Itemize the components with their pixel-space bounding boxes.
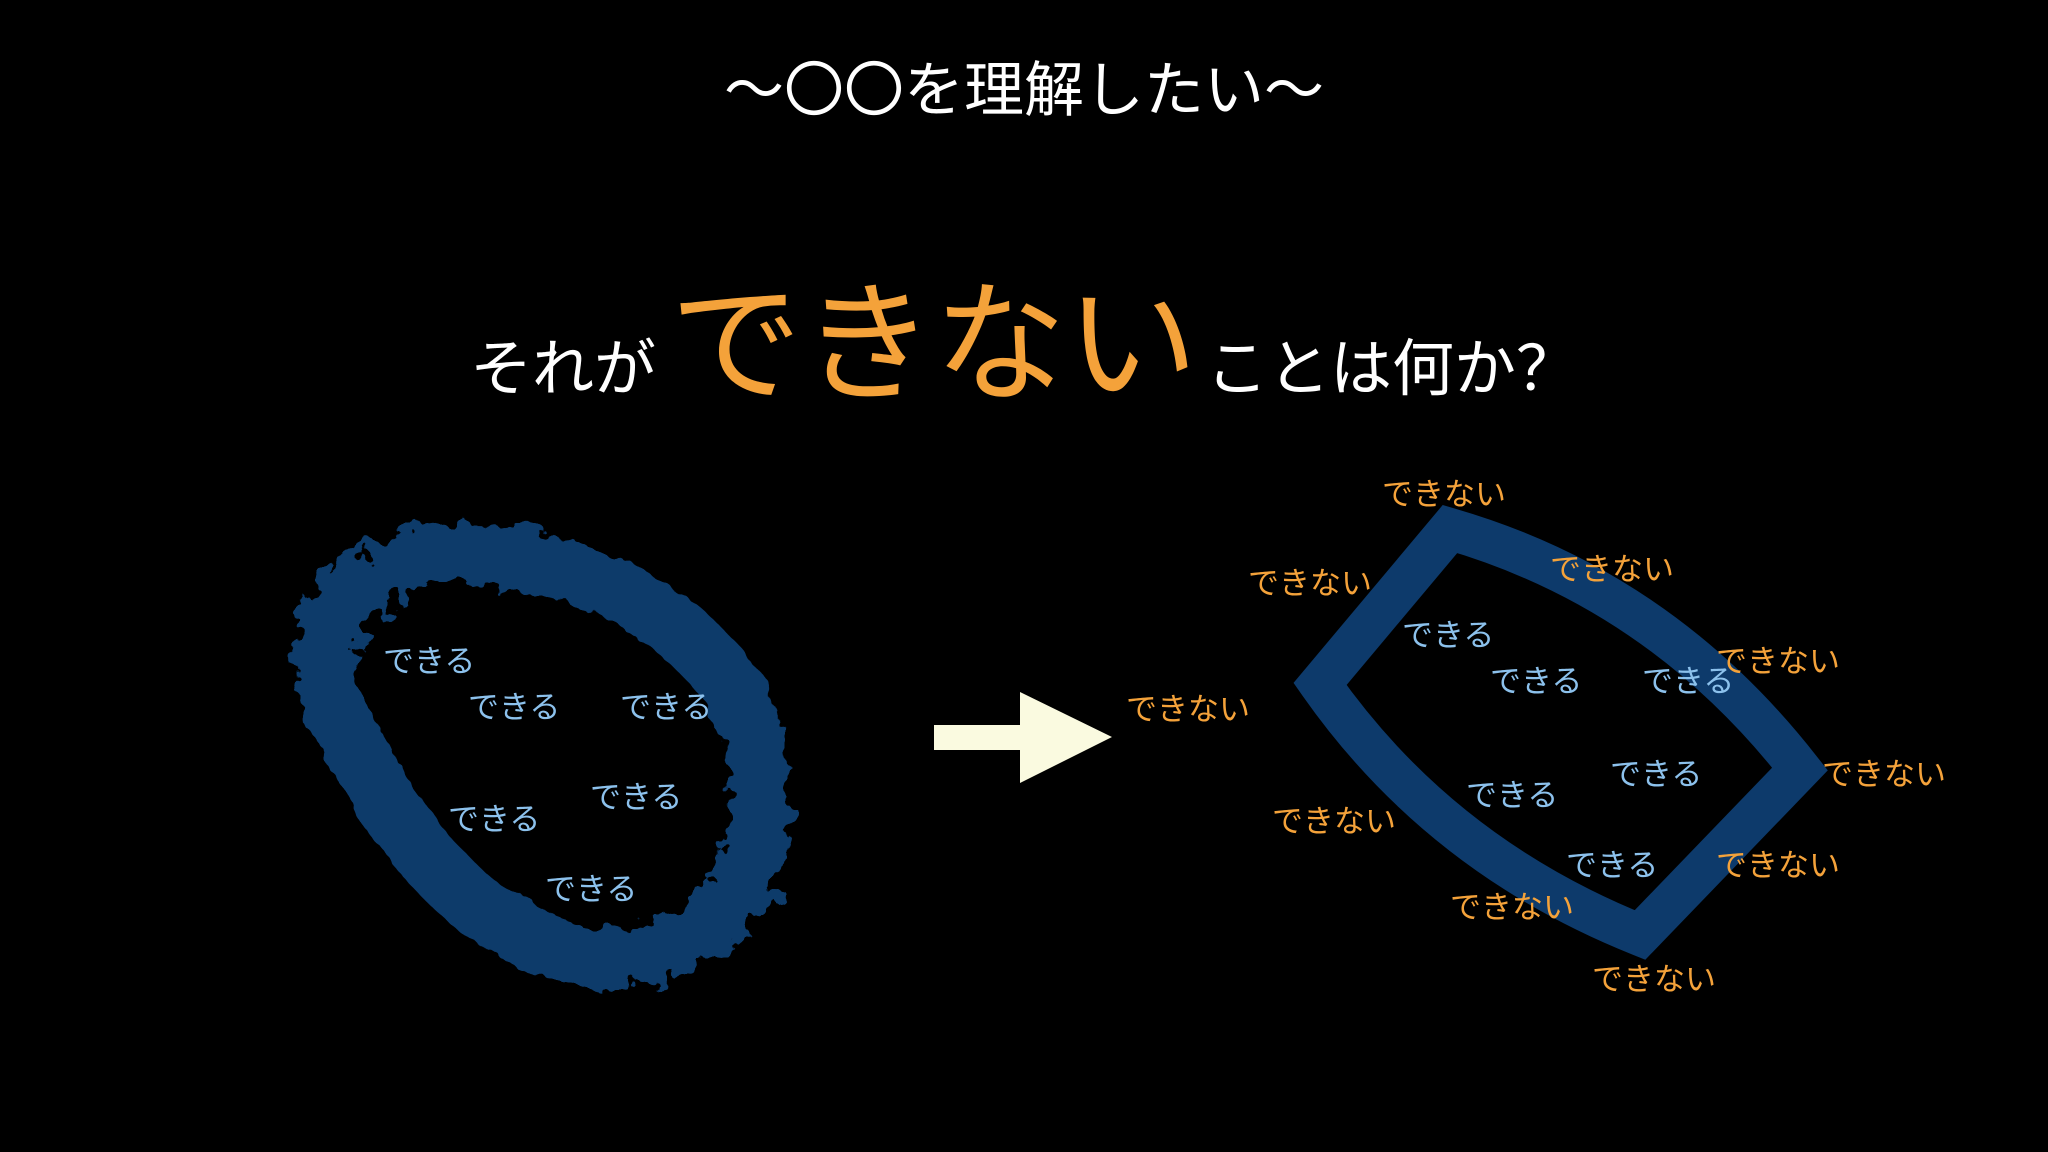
- cannot-label: できない: [1716, 848, 1840, 884]
- can-label: できる: [1642, 664, 1734, 700]
- can-label: できる: [383, 644, 475, 680]
- blob-outline: [293, 521, 794, 988]
- can-label: できる: [1566, 848, 1658, 884]
- cannot-label: できない: [1382, 477, 1506, 513]
- right-shape: できる できる できる できる できる できる できない できない できない で…: [1126, 477, 1946, 998]
- shape-outline: [1293, 505, 1828, 960]
- can-label: できる: [620, 690, 712, 726]
- slide-title: 〜〇〇を理解したい〜: [724, 56, 1324, 126]
- can-label: できる: [590, 780, 682, 816]
- cannot-label: できない: [1248, 566, 1372, 602]
- can-label: できる: [1610, 757, 1702, 793]
- cannot-label: できない: [1592, 962, 1716, 998]
- can-label: できる: [468, 690, 560, 726]
- can-label: できる: [448, 802, 540, 838]
- headline-emphasis: できない: [670, 268, 1198, 422]
- can-label: できる: [1490, 664, 1582, 700]
- headline: それができないことは何か？: [0, 238, 2048, 429]
- cannot-label: できない: [1716, 644, 1840, 680]
- right-arrow-icon: [934, 692, 1112, 783]
- headline-prefix: それが: [469, 332, 656, 405]
- cannot-label: できない: [1550, 552, 1674, 588]
- cannot-label: できない: [1450, 890, 1574, 926]
- can-label: できる: [545, 872, 637, 908]
- can-label: できる: [1402, 618, 1494, 654]
- left-blob: できる できる できる できる できる できる: [293, 521, 794, 988]
- cannot-label: できない: [1822, 757, 1946, 793]
- headline-suffix: ことは何か？: [1206, 332, 1579, 405]
- can-label: できる: [1466, 778, 1558, 814]
- cannot-label: できない: [1126, 692, 1250, 728]
- cannot-label: できない: [1272, 804, 1396, 840]
